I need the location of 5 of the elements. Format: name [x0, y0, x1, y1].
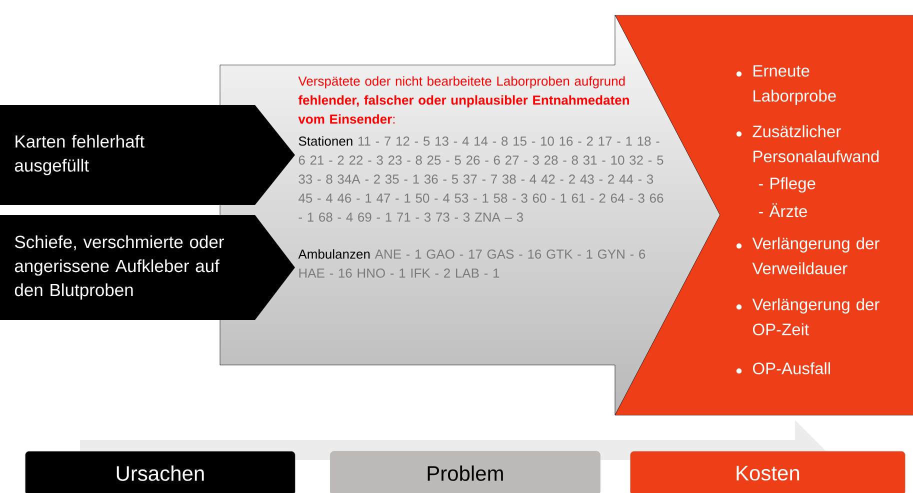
cause-banner: Schiefe, verschmierte oder angerissene Aufkleber auf den Blutproben [0, 215, 295, 320]
stage-label: Problem [330, 451, 600, 493]
cause-banner: Karten fehlerhaft ausgefüllt [0, 105, 295, 205]
stage-label: Ursachen [25, 451, 296, 493]
stage-label: Kosten [630, 451, 906, 493]
